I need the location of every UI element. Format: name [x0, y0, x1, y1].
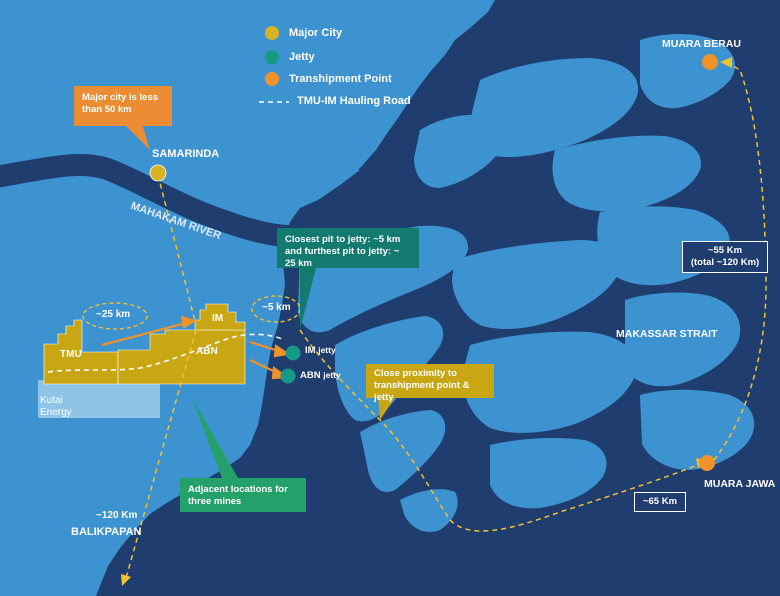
label-distance-balikpapan: ~120 Km	[96, 510, 138, 521]
distance-line-1: ~55 Km	[707, 245, 743, 256]
kutai-energy-concession	[38, 376, 160, 418]
arrow-muara-berau	[720, 57, 732, 68]
kutai-line-1: Kutai	[40, 395, 63, 406]
route-to-berau	[713, 62, 767, 461]
label-kutai-energy: Kutai Energy	[40, 395, 72, 419]
label-im-jetty: IM jetty	[305, 345, 336, 356]
callout-line: than 50 km	[82, 104, 132, 115]
label-makassar-strait: MAKASSAR STRAIT	[616, 328, 718, 340]
delta-island	[462, 331, 637, 433]
arrow-balikpapan	[121, 574, 131, 586]
callout-adjacent: Adjacent locations for three mines	[180, 478, 306, 512]
muara-jawa-marker	[699, 455, 715, 471]
delta-island	[640, 389, 755, 470]
abn-concession	[117, 329, 246, 385]
label-balikpapan: BALIKPAPAN	[71, 526, 142, 538]
label-oval-left: ~25 km	[96, 309, 131, 320]
legend-label: Major City	[289, 27, 343, 39]
mainland-west	[0, 0, 495, 596]
legend-hauling-road: TMU-IM Hauling Road	[297, 95, 411, 107]
callout-jetty: Closest pit to jetty: ~5 km and furthest…	[277, 228, 419, 269]
delta-island	[360, 410, 446, 492]
mainland-north	[150, 148, 360, 200]
distance-box-jawa: ~65 Km	[634, 492, 686, 512]
label-samarinda: SAMARINDA	[152, 148, 220, 160]
legend-label: Transhipment Point	[289, 73, 392, 85]
legend-label: Jetty	[289, 51, 315, 63]
circle-icon	[265, 50, 279, 64]
jetty-suffix: jetty	[318, 345, 336, 355]
mine-to-jetty-arrows	[101, 315, 291, 380]
delta-island	[400, 489, 458, 533]
distance-line-2: (total ~120 Km)	[690, 257, 760, 268]
route-balikpapan	[125, 329, 197, 579]
callout-pointer-adjacent	[192, 398, 238, 478]
jetty-suffix: jetty	[323, 370, 341, 380]
route-barge	[299, 329, 701, 532]
im-jetty-marker	[285, 345, 301, 361]
legend-jetty: Jetty	[265, 50, 315, 64]
callout-line: and furthest pit to jetty: ~ 25 km	[285, 246, 400, 269]
callout-line: Close proximity to	[374, 368, 457, 379]
callout-samarinda: Major city is less than 50 km	[74, 86, 172, 126]
circle-icon	[265, 72, 279, 86]
kutai-line-2: Energy	[40, 407, 72, 418]
distance-box-berau: ~55 Km (total ~120 Km)	[682, 241, 768, 273]
callout-line: transhipment point & jetty	[374, 380, 470, 403]
callout-pointer-proximity	[378, 396, 396, 420]
delta-island	[552, 135, 701, 212]
delta-island	[452, 240, 621, 330]
label-mine-im: IM	[212, 313, 224, 324]
callout-pointer-jetty	[300, 268, 316, 330]
label-mine-abn: ABN	[196, 346, 218, 357]
im-concession	[194, 303, 246, 331]
legend-label: TMU-IM Hauling Road	[297, 95, 411, 107]
muara-berau-marker	[702, 54, 718, 70]
delta-island	[625, 292, 741, 387]
delta-island	[471, 58, 639, 158]
legend-major-city: Major City	[265, 26, 342, 40]
callout-line: three mines	[188, 496, 242, 507]
label-mine-tmu: TMU	[60, 349, 82, 360]
hauling-road	[47, 333, 286, 373]
delta-island	[490, 437, 607, 509]
delta-island	[414, 114, 504, 188]
samarinda-marker	[149, 164, 167, 182]
circle-icon	[265, 26, 279, 40]
callout-proximity: Close proximity to transhipment point & …	[366, 364, 494, 403]
distance-oval-left	[82, 302, 148, 330]
route-samarinda	[157, 174, 197, 326]
delta-island	[640, 34, 735, 109]
label-oval-right: ~5 km	[262, 302, 291, 313]
callout-line: Major city is less	[82, 92, 159, 103]
jetty-name: ABN	[300, 370, 321, 381]
callout-line: Closest pit to jetty: ~5 km	[285, 234, 401, 245]
label-abn-jetty: ABN jetty	[300, 370, 341, 381]
label-muara-jawa: MUARA JAWA	[704, 478, 776, 490]
callout-line: Adjacent locations for	[188, 484, 288, 495]
label-muara-berau: MUARA BERAU	[662, 38, 741, 50]
jetty-name: IM	[305, 345, 316, 356]
abn-jetty-marker	[280, 368, 296, 384]
callout-pointer-samarinda	[124, 124, 150, 150]
legend-transhipment: Transhipment Point	[265, 72, 392, 86]
